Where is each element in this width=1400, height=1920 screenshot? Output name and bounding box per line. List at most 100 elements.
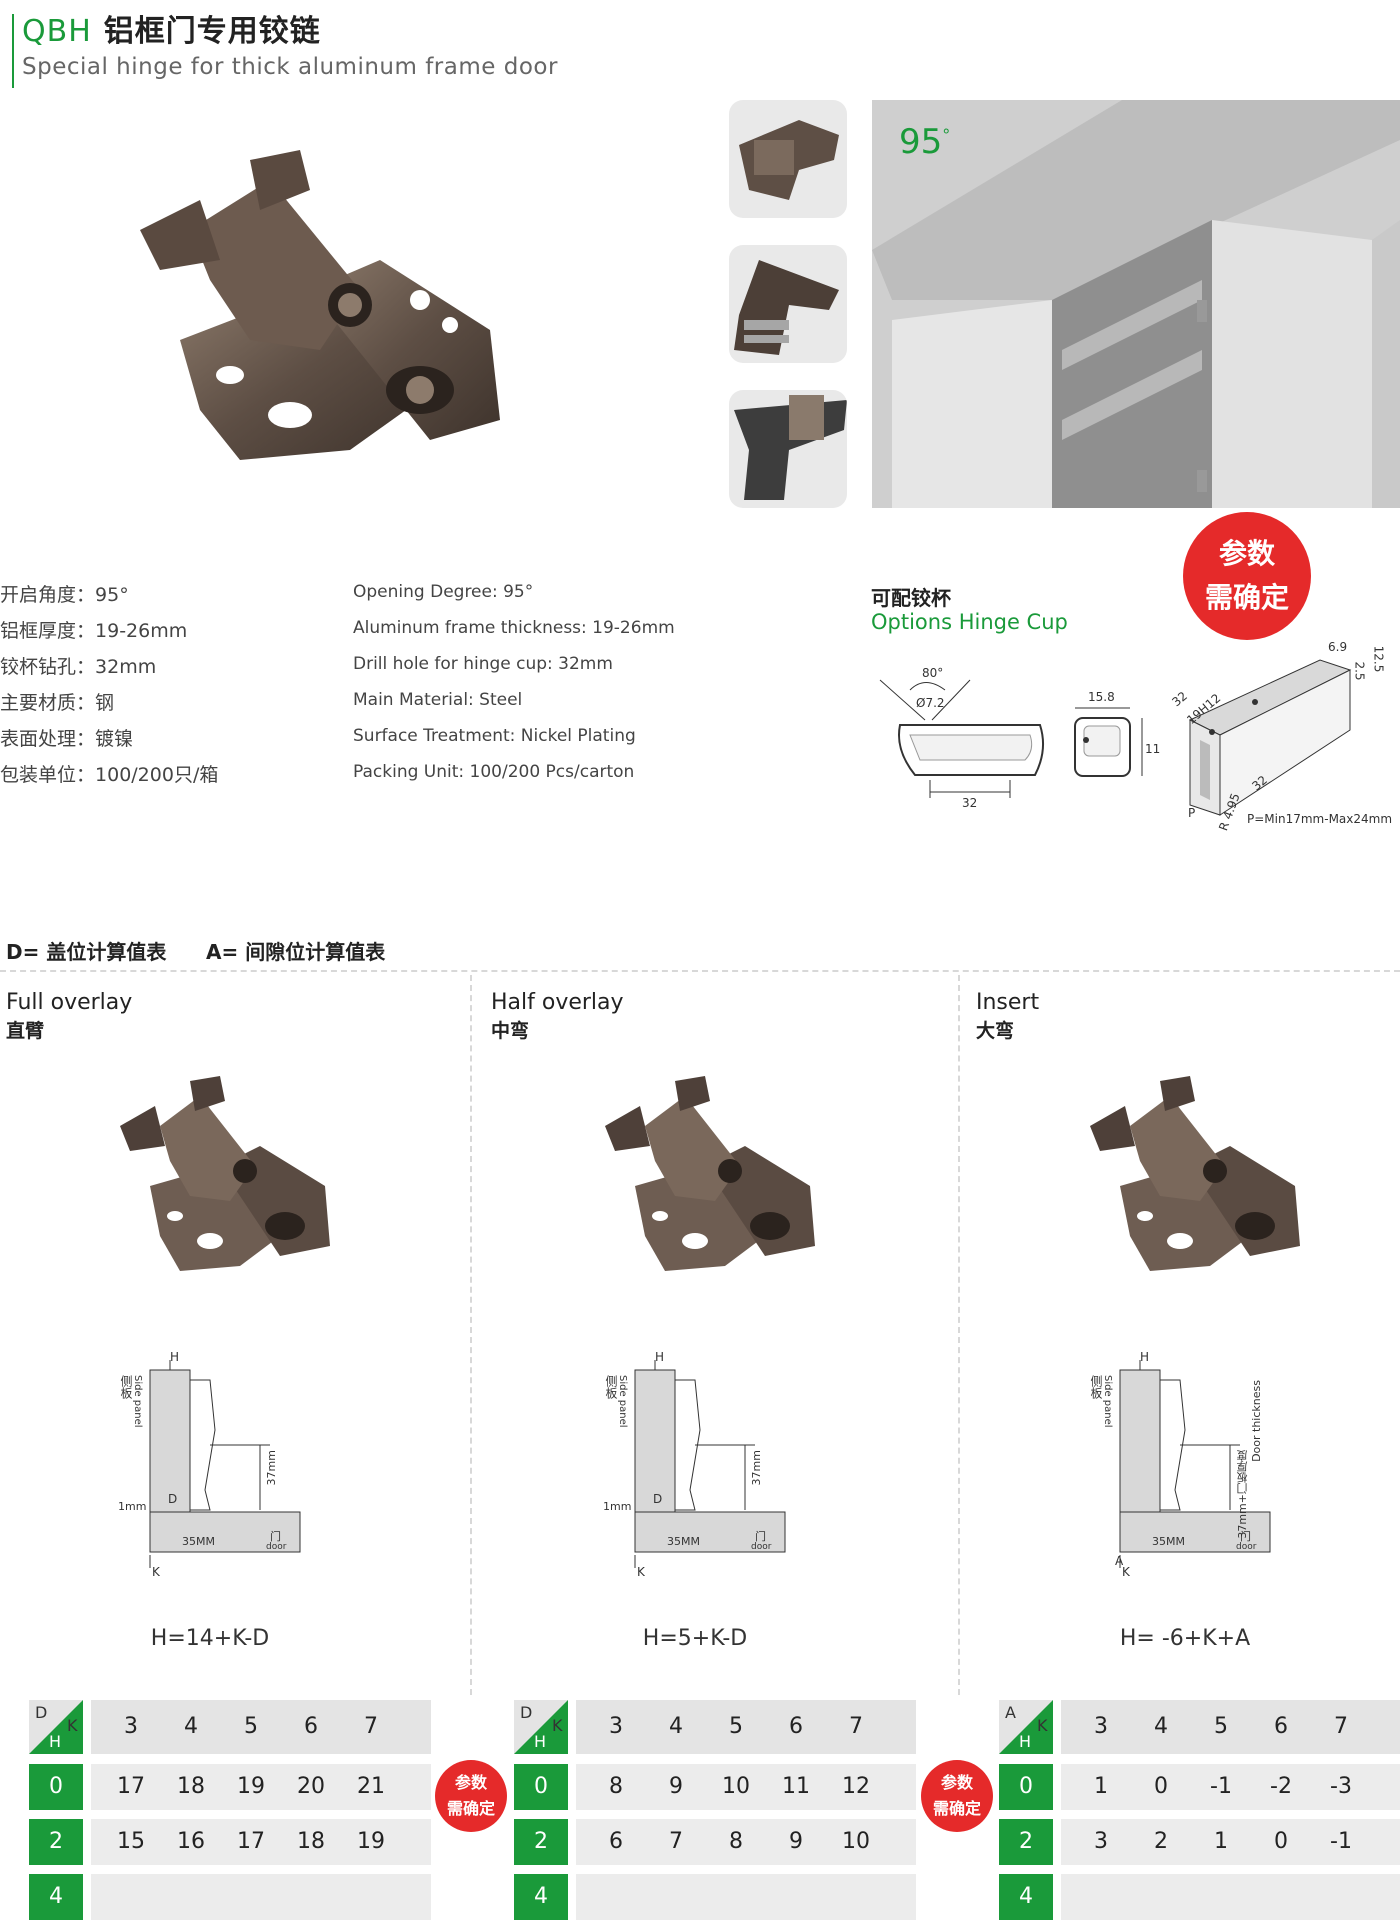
dim-125: 12.5 <box>1371 645 1386 673</box>
h-value: 2 <box>49 1829 63 1854</box>
h-cell <box>29 1874 83 1920</box>
column-subtitle: 大弯 <box>976 1020 1015 1042</box>
cup-drawing-1: 80° Ø7.2 32 <box>870 660 1050 810</box>
cup-front-view <box>1074 707 1143 777</box>
spec-en-row: Drill hole for hinge cup: 32mm <box>353 654 613 674</box>
table-corner: A K H <box>999 1700 1053 1754</box>
diagram-door-thick: Door thickness <box>1250 1380 1263 1462</box>
table-cell: -2 <box>1270 1774 1292 1799</box>
legend-a: A= 间隙位计算值表 <box>206 940 386 964</box>
main-hinge-image <box>140 150 500 460</box>
cup-drawing-3: 32 19H12 6.9 2.5 12.5 32 R 4.95 P P=Min1… <box>1160 640 1400 840</box>
angle-value: 95 <box>899 122 943 162</box>
table-cell: 1 <box>1214 1829 1228 1854</box>
dim-p: P <box>1188 806 1196 820</box>
spec-cn-row: 主要材质：钢 <box>0 688 320 724</box>
table-cell: 0 <box>1154 1774 1168 1799</box>
table-cell: 15 <box>117 1829 145 1854</box>
k-header-cell: 6 <box>304 1714 318 1739</box>
diagram-side-en: Side panel <box>132 1375 143 1428</box>
k-header-cell: 3 <box>1094 1714 1108 1739</box>
corner-top: A <box>1005 1703 1016 1722</box>
h-value: 0 <box>49 1774 63 1799</box>
diagram-side-cn: 侧板 <box>119 1375 133 1399</box>
diagram-d: D <box>168 1492 178 1506</box>
spec-value: 钢 <box>95 692 115 714</box>
diagram-37: 37mm <box>750 1450 763 1486</box>
dim-25: 2.5 <box>1352 661 1367 681</box>
cup-iso-view <box>1188 659 1352 816</box>
spec-value: 32mm <box>95 656 157 678</box>
legend-d: D= 盖位计算值表 <box>6 940 167 964</box>
spec-label: 包装单位： <box>0 764 96 786</box>
k-header-cell: 5 <box>244 1714 258 1739</box>
table-cell: 18 <box>297 1829 325 1854</box>
table-cell: 21 <box>357 1774 385 1799</box>
dim-11: 11 <box>1145 742 1161 756</box>
badge-line1: 参数 <box>454 1773 487 1792</box>
title-accent-bar <box>0 0 6 88</box>
table-cell: 10 <box>842 1829 870 1854</box>
spec-value: 镀镍 <box>95 728 134 750</box>
param-badge-mid-1: 参数 需确定 <box>435 1760 507 1832</box>
hinge-image <box>1090 1076 1300 1271</box>
spec-label: 铝框厚度： <box>0 620 96 642</box>
column-title: Half overlay <box>491 990 624 1015</box>
table-cell: 8 <box>609 1774 623 1799</box>
diagram-37: 37mm+门板厚度 <box>1236 1450 1249 1539</box>
h-value: 4 <box>1019 1884 1033 1909</box>
spec-en-row: Packing Unit: 100/200 Pcs/carton <box>353 762 635 782</box>
cup-drawing-2: 15.8 11 <box>1070 690 1160 800</box>
table-row <box>576 1819 916 1865</box>
k-header-cell: 4 <box>184 1714 198 1739</box>
title-cn: 铝框门专用铰链 <box>103 14 321 49</box>
h-cell <box>999 1764 1053 1810</box>
spec-en-row: Aluminum frame thickness: 19-26mm <box>353 618 675 638</box>
k-header-cell: 7 <box>1334 1714 1348 1739</box>
spec-value: 19-26mm <box>95 620 188 642</box>
table-cell: 11 <box>782 1774 810 1799</box>
h-cell <box>999 1874 1053 1920</box>
table-cell: 19 <box>357 1829 385 1854</box>
badge-line2: 需确定 <box>1204 581 1289 614</box>
k-header-cell: 5 <box>1214 1714 1228 1739</box>
cabinet-illustration <box>872 100 1400 508</box>
k-header-row <box>1061 1700 1400 1754</box>
corner-triangle <box>29 1700 83 1754</box>
install-diagram <box>149 1360 301 1568</box>
formula: H= -6+K+A <box>1119 1626 1251 1651</box>
formula: H=14+K-D <box>150 1626 270 1651</box>
table-row <box>576 1874 916 1920</box>
spec-value: 95° <box>95 584 129 606</box>
k-header-cell: 3 <box>124 1714 138 1739</box>
h-value: 4 <box>49 1884 63 1909</box>
table-cell: 17 <box>117 1774 145 1799</box>
spec-cn-row: 开启角度：95° <box>0 580 320 616</box>
spec-en-row: Surface Treatment: Nickel Plating <box>353 726 636 746</box>
hinge-image <box>605 1076 815 1271</box>
diagram-door-cn: 门 <box>755 1530 766 1543</box>
install-diagram <box>1119 1360 1271 1568</box>
diagram-door-en: door <box>1236 1542 1257 1552</box>
opening-angle-label: 95° <box>899 122 950 162</box>
diagram-side-en: Side panel <box>1102 1375 1113 1428</box>
table-cell: 12 <box>842 1774 870 1799</box>
table-cell: 16 <box>177 1829 205 1854</box>
dim-32: 32 <box>962 796 978 810</box>
diagram-k: K <box>152 1565 160 1579</box>
table-cell: -1 <box>1210 1774 1232 1799</box>
h-value: 2 <box>1019 1829 1033 1854</box>
cabinet-scene: 95° <box>872 100 1400 508</box>
table-cell: 19 <box>237 1774 265 1799</box>
table-row <box>91 1764 431 1810</box>
h-cell <box>999 1819 1053 1865</box>
spec-en-row: Main Material: Steel <box>353 690 523 710</box>
h-cell <box>29 1764 83 1810</box>
spec-label: 主要材质： <box>0 692 96 714</box>
corner-bottom: H <box>1019 1732 1032 1751</box>
corner-k: K <box>552 1716 563 1735</box>
h-cell <box>514 1819 568 1865</box>
diagram-door-en: door <box>266 1542 287 1552</box>
